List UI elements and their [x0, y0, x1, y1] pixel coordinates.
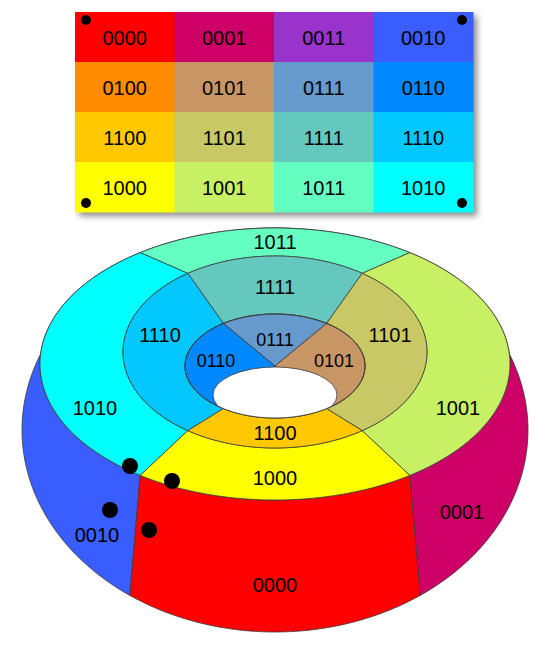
map-cell-code: 1101	[203, 128, 246, 148]
grid-cell	[374, 112, 474, 163]
map-cell-code: 1010	[401, 178, 446, 198]
map-cell-code: 1100	[103, 128, 146, 148]
grid-cell	[374, 62, 474, 113]
torus-region-code: 1011	[253, 232, 296, 252]
map-cell-code: 0111	[303, 78, 345, 98]
map-cell-code: 0100	[103, 78, 148, 98]
grid-cell	[175, 162, 275, 213]
torus-region-code: 0010	[75, 525, 120, 545]
grid-cell	[75, 12, 175, 63]
corner-dot	[81, 15, 91, 25]
corner-dot	[122, 458, 138, 474]
grid-cell	[75, 112, 175, 163]
torus-region-code: 1000	[253, 468, 298, 488]
torus-region-code: 0110	[197, 352, 236, 370]
grid-cell	[274, 62, 374, 113]
map-cell-code: 0001	[202, 28, 247, 48]
corner-dot	[81, 198, 91, 208]
map-cell-code: 0000	[103, 28, 148, 48]
grid-cell	[274, 162, 374, 213]
grid-cell	[374, 162, 474, 213]
map-cell-code: 1011	[302, 178, 345, 198]
torus-region-code: 1100	[253, 423, 296, 443]
corner-dot	[457, 198, 467, 208]
grid-cell	[75, 62, 175, 113]
map-cell-code: 0010	[401, 28, 446, 48]
torus-region-code: 0101	[314, 352, 354, 370]
torus-region-code: 0001	[440, 502, 485, 522]
torus-region-code: 1010	[73, 398, 118, 418]
map-cell-code: 0110	[402, 78, 445, 98]
grid-cell	[175, 62, 275, 113]
grid-cell	[175, 12, 275, 63]
torus-region-code: 1110	[139, 325, 181, 345]
torus-region-code: 0111	[256, 331, 293, 349]
torus-region-code: 1001	[436, 398, 481, 418]
grid-cell	[75, 162, 175, 213]
corner-dot	[164, 473, 180, 489]
torus	[22, 228, 528, 632]
torus-region-code: 0000	[253, 575, 298, 595]
map-cell-code: 1111	[304, 128, 344, 148]
map-cell-code: 0011	[302, 28, 345, 48]
corner-dot	[102, 502, 118, 518]
torus-region-code: 1111	[255, 277, 295, 297]
hole-rim	[185, 314, 365, 418]
map-cell-code: 1001	[202, 178, 247, 198]
grid-cell	[175, 112, 275, 163]
torus-region-code: 1101	[368, 325, 411, 345]
corner-dot	[141, 522, 157, 538]
torus-hole	[213, 367, 337, 423]
karnaugh-grid	[75, 12, 477, 216]
grid-cell	[374, 12, 474, 63]
map-cell-code: 0101	[202, 78, 247, 98]
grid-cell	[274, 112, 374, 163]
map-cell-code: 1000	[103, 178, 148, 198]
corner-dot	[457, 15, 467, 25]
grid-cell	[274, 12, 374, 63]
map-cell-code: 1110	[402, 128, 444, 148]
